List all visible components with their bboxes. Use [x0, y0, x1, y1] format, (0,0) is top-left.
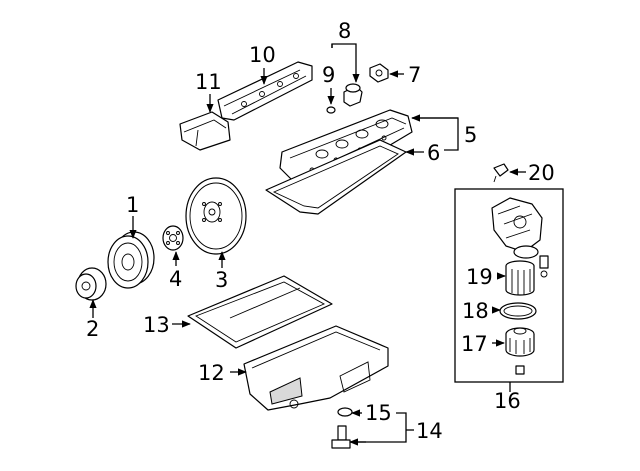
callout-11: 11 — [195, 70, 222, 94]
callout-15: 15 — [365, 401, 392, 425]
oil-pan-part — [243, 325, 389, 411]
crankshaft-pulley-part — [107, 231, 155, 289]
callout-19: 19 — [466, 265, 493, 289]
crank-hub-part — [75, 267, 107, 301]
callout-12: 12 — [198, 361, 225, 385]
callout-5: 5 — [464, 123, 477, 147]
oil-filter-cap-part — [505, 327, 535, 375]
callout-1: 1 — [126, 193, 139, 217]
oil-filter-housing-part — [491, 197, 549, 278]
callout-8: 8 — [338, 19, 351, 43]
nut-part — [369, 63, 389, 83]
flywheel-part — [185, 177, 247, 255]
oil-pressure-sensor-part — [493, 163, 509, 183]
callout-10: 10 — [249, 43, 276, 67]
flywheel-washer-part — [162, 225, 184, 251]
callout-9: 9 — [322, 63, 335, 87]
callout-4: 4 — [169, 267, 182, 291]
oil-filter-assembly-box — [454, 188, 564, 383]
upper-engine-cover-part — [217, 61, 313, 121]
callout-14: 14 — [416, 419, 443, 443]
callout-16: 16 — [494, 389, 521, 413]
callout-18: 18 — [462, 299, 489, 323]
callout-2: 2 — [86, 317, 99, 341]
filter-seal-ring-part — [499, 302, 537, 320]
cover-end-piece-part — [179, 111, 231, 151]
callout-13: 13 — [143, 313, 170, 337]
drain-plug-part — [331, 407, 353, 449]
callout-3: 3 — [215, 268, 228, 292]
oil-pan-gasket-part — [187, 275, 333, 349]
callout-17: 17 — [461, 332, 488, 356]
callout-20: 20 — [528, 161, 555, 185]
valve-cover-gasket-part — [265, 139, 407, 215]
oil-filter-element-part — [505, 260, 535, 296]
callout-7: 7 — [408, 63, 421, 87]
callout-6: 6 — [427, 141, 440, 165]
leader-lines — [89, 43, 526, 446]
oil-filler-cap-part — [326, 83, 363, 114]
